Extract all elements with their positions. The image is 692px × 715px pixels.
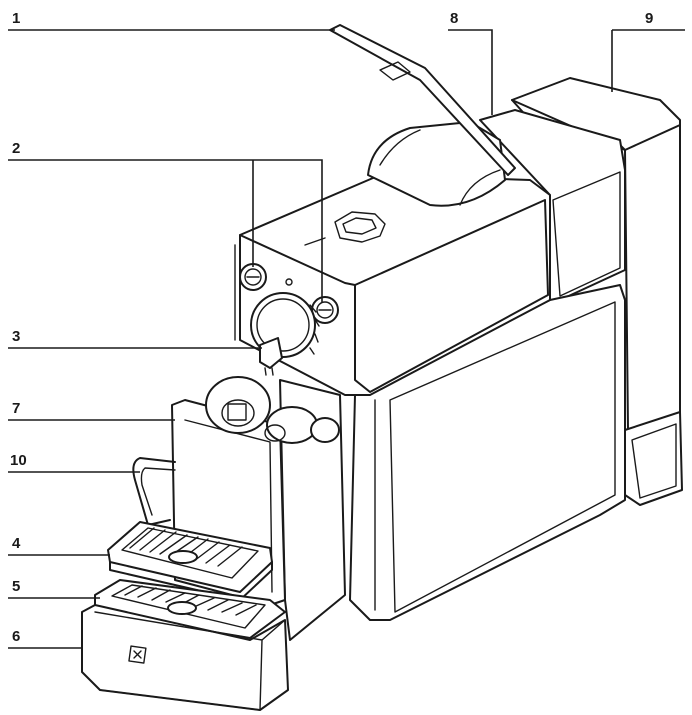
callout-label-1: 1 [12, 10, 20, 27]
callout-label-10: 10 [10, 452, 27, 469]
callout-labels: 1 2 3 4 5 6 7 8 9 10 [10, 10, 653, 645]
drip-tray [81, 604, 289, 711]
callout-line-8 [448, 29, 493, 115]
drip-pipe [132, 457, 176, 526]
callout-lines [8, 29, 685, 649]
logo-emblem-icon [128, 645, 147, 664]
callout-line-9 [611, 29, 685, 92]
callout-line-2 [8, 159, 323, 303]
callout-label-3: 3 [12, 328, 20, 345]
callout-label-4: 4 [12, 535, 21, 552]
drip-tray-grid [94, 579, 286, 639]
callout-label-6: 6 [12, 628, 20, 645]
callout-label-9: 9 [645, 10, 653, 27]
cup-support-grid [107, 521, 273, 601]
callout-label-8: 8 [450, 10, 458, 27]
selection-buttons [239, 263, 339, 324]
callout-label-7: 7 [12, 400, 20, 417]
coffee-outlet [250, 292, 320, 376]
callout-label-5: 5 [12, 578, 20, 595]
lever [329, 24, 516, 207]
callout-label-2: 2 [12, 140, 20, 157]
